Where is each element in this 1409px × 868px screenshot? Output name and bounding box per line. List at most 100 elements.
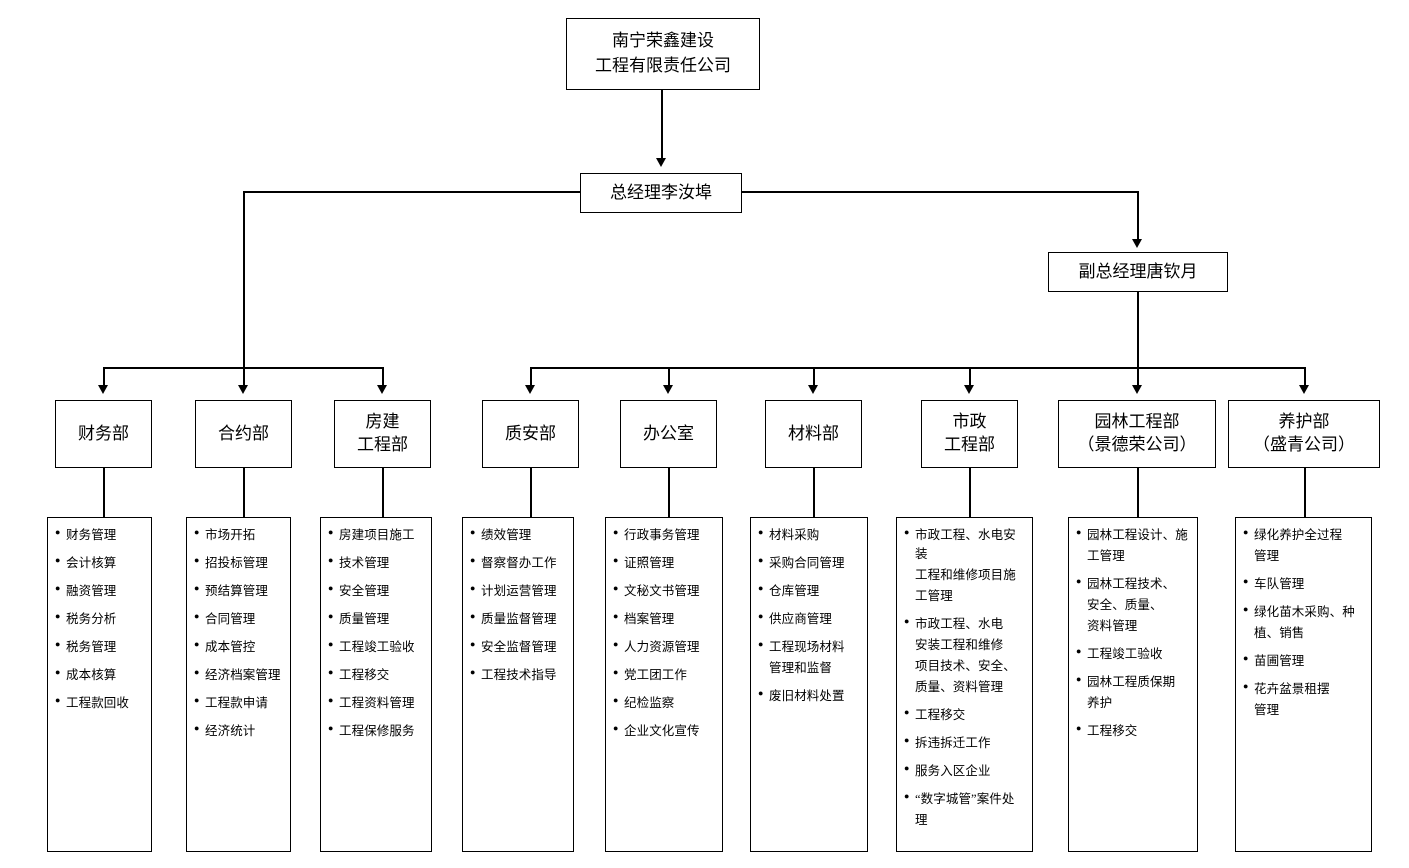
dept-title-line: （景德荣公司） [1077,435,1197,454]
duty-item-line: 花卉盆景租摆 [1254,682,1330,696]
duty-item-line: 安全、质量、 [1087,598,1163,612]
dept-box-office[interactable]: 办公室 [620,400,717,468]
duty-item: 合同管理 [194,610,284,629]
duty-item: 企业文化宣传 [613,722,716,741]
duty-item: 财务管理 [55,526,145,545]
duty-item-line: 党工团工作 [624,668,688,682]
duty-item-line: 质量监督管理 [481,612,557,626]
duty-list-building-engineering[interactable]: 房建项目施工技术管理安全管理质量管理工程竣工验收工程移交工程资料管理工程保修服务 [320,517,432,852]
duty-item-line: 仓库管理 [769,584,820,598]
company-root-box[interactable]: 南宁荣鑫建设 工程有限责任公司 [566,18,760,90]
drop-landscape [1137,367,1140,387]
duty-item: 工程资料管理 [328,694,425,713]
connector-gm-to-vgm-vertical [1137,191,1140,241]
duty-item-line: 车队管理 [1254,577,1305,591]
connector-vgm-down [1137,292,1140,368]
duty-item-line: 文秘文书管理 [624,584,700,598]
arrowhead-municipal [964,385,974,394]
arrowhead-office [663,385,673,394]
duty-item: 市场开拓 [194,526,284,545]
stem-municipal-duties [969,468,972,518]
general-manager-label: 总经理李汝埠 [610,182,712,202]
arrowhead-building [377,385,387,394]
duty-item-line: 市场开拓 [205,528,256,542]
duty-item-line: 管理 [1254,549,1280,563]
deputy-general-manager-box[interactable]: 副总经理唐钦月 [1048,252,1228,292]
dept-box-materials[interactable]: 材料部 [765,400,862,468]
duty-item-line: 会计核算 [66,556,117,570]
duty-item-line: 质量管理 [339,612,390,626]
duty-list-finance[interactable]: 财务管理会计核算融资管理税务分析税务管理成本核算工程款回收 [47,517,152,852]
duty-list-contract[interactable]: 市场开拓招投标管理预结算管理合同管理成本管控经济档案管理工程款申请经济统计 [186,517,291,852]
duty-item-line: 工管理 [1087,549,1125,563]
duty-item-line: 房建项目施工 [339,528,415,542]
duty-item: 工程保修服务 [328,722,425,741]
dept-box-municipal-engineering[interactable]: 市政 工程部 [921,400,1018,468]
duty-list-office[interactable]: 行政事务管理证照管理文秘文书管理档案管理人力资源管理党工团工作纪检监察企业文化宣… [605,517,723,852]
dept-box-finance[interactable]: 财务部 [55,400,152,468]
dept-box-contract[interactable]: 合约部 [195,400,292,468]
dept-box-landscape-engineering[interactable]: 园林工程部 （景德荣公司） [1058,400,1216,468]
duty-item: 预结算管理 [194,582,284,601]
dept-title-line: 合约部 [218,423,269,443]
duty-item-line: 管理 [1254,703,1280,717]
duty-item-line: 质量、资料管理 [915,680,1004,694]
duty-item-line: 工程技术指导 [481,668,557,682]
duty-list-landscape-engineering[interactable]: 园林工程设计、施工管理园林工程技术、安全、质量、资料管理工程竣工验收园林工程质保… [1068,517,1198,852]
duty-item: 废旧材料处置 [758,687,861,706]
dept-box-maintenance[interactable]: 养护部 （盛青公司） [1228,400,1380,468]
duty-item-line: 理 [915,813,928,827]
company-name-line-1: 南宁荣鑫建设 [612,31,714,51]
dept-box-quality-safety[interactable]: 质安部 [482,400,579,468]
duty-item-line: 市政工程、水电安装 [915,528,1016,561]
duty-item-line: 工程竣工验收 [339,640,415,654]
stem-contract-duties [243,468,246,518]
stem-building-duties [382,468,385,518]
dept-title-line: 工程部 [944,435,995,454]
duty-item-line: 企业文化宣传 [624,724,700,738]
duty-item: 证照管理 [613,554,716,573]
general-manager-box[interactable]: 总经理李汝埠 [580,173,742,213]
duty-item-line: 安全管理 [339,584,390,598]
duty-item-line: 督察督办工作 [481,556,557,570]
duty-item-line: 养护 [1087,696,1113,710]
duty-list-quality-safety[interactable]: 绩效管理督察督办工作计划运营管理质量监督管理安全监督管理工程技术指导 [462,517,574,852]
duty-item: 房建项目施工 [328,526,425,545]
duty-item: 工程款回收 [55,694,145,713]
duty-item: 工程移交 [1076,722,1191,741]
duty-item-line: 工程款申请 [205,696,269,710]
duty-item-line: 材料采购 [769,528,820,542]
duty-item: 采购合同管理 [758,554,861,573]
duty-item-line: 计划运营管理 [481,584,557,598]
bus-right-group [530,367,1305,369]
dept-title-line: 园林工程部 [1094,412,1180,432]
duty-list-maintenance[interactable]: 绿化养护全过程管理车队管理绿化苗木采购、种植、销售苗圃管理花卉盆景租摆管理 [1235,517,1372,852]
dept-title-line: 市政 [952,412,987,432]
duty-item-line: 工程款回收 [66,696,130,710]
dept-box-building-engineering[interactable]: 房建 工程部 [334,400,431,468]
duty-item-line: 拆违拆迁工作 [915,736,991,750]
duty-item-line: 档案管理 [624,612,675,626]
duty-item: 成本核算 [55,666,145,685]
duty-list-municipal-engineering[interactable]: 市政工程、水电安装工程和维修项目施工管理市政工程、水电安装工程和维修项目技术、安… [896,517,1033,852]
duty-item: 安全监督管理 [470,638,567,657]
duty-item: 工程竣工验收 [328,638,425,657]
duty-item-line: 人力资源管理 [624,640,700,654]
duty-item-line: 绿化养护全过程 [1254,528,1343,542]
duty-item-line: 工程和维修项目施 [915,568,1016,582]
arrowhead-maintenance [1299,385,1309,394]
duty-item: 仓库管理 [758,582,861,601]
duty-item-line: 招投标管理 [205,556,269,570]
duty-item: 行政事务管理 [613,526,716,545]
duty-item: 绿化苗木采购、种植、销售 [1243,603,1365,643]
duty-item: 人力资源管理 [613,638,716,657]
duty-list-materials[interactable]: 材料采购采购合同管理仓库管理供应商管理工程现场材料管理和监督废旧材料处置 [750,517,868,852]
drop-quality [530,367,533,387]
duty-item: 文秘文书管理 [613,582,716,601]
arrowhead-quality [525,385,535,394]
dept-title-line: 办公室 [643,423,694,443]
